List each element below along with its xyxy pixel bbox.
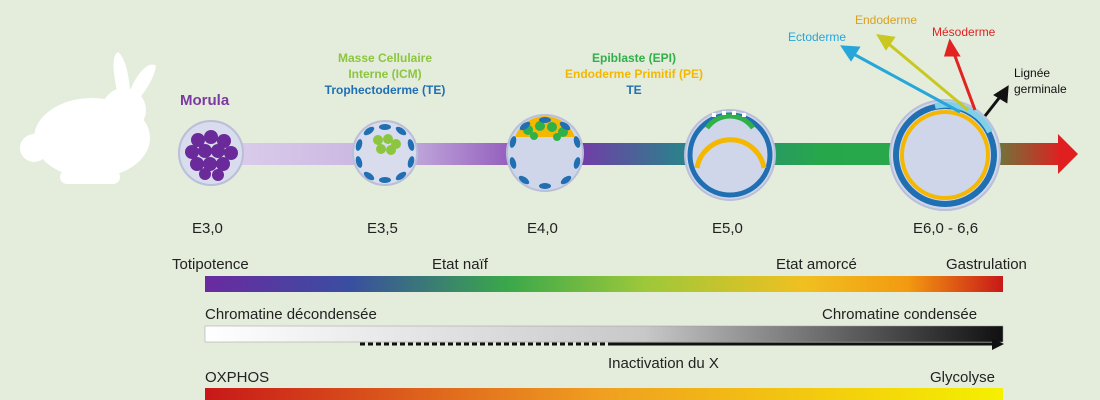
timepoint-e60: E6,0 - 6,6	[913, 220, 979, 237]
label-chromatine-decondensee: Chromatine décondensée	[205, 306, 377, 323]
embryo-e60	[889, 99, 1001, 211]
label-chromatine-condensee: Chromatine condensée	[822, 306, 978, 323]
label-icm: Masse Cellulaire	[337, 51, 433, 65]
label-te-2: TE	[626, 83, 642, 97]
label-inactivation-x: Inactivation du X	[608, 355, 719, 372]
label-pe: Endoderme Primitif (PE)	[564, 67, 704, 81]
blastocyst-e40	[506, 114, 584, 192]
label-icm-2: Interne (ICM)	[348, 67, 422, 81]
x-inactivation-arrowhead	[992, 338, 1004, 350]
label-epi-pe-te: Epiblaste (EPI) Endoderme Primitif (PE) …	[545, 50, 723, 98]
timepoint-e30: E3,0	[192, 220, 223, 237]
label-etat-naif: Etat naïf	[432, 256, 488, 273]
label-lignee: Lignée	[1014, 66, 1051, 80]
germ-layer-arrows	[840, 34, 1009, 117]
label-germinale: germinale	[1014, 82, 1067, 96]
label-glycolyse: Glycolyse	[930, 369, 996, 386]
label-te: Trophectoderme (TE)	[324, 83, 446, 97]
blastocyst-e35	[352, 120, 418, 186]
timeline-bar	[210, 143, 1062, 165]
chromatin-gradient-bar	[204, 325, 1004, 343]
label-epi: Epiblaste (EPI)	[591, 51, 677, 65]
timepoint-e35: E3,5	[367, 220, 398, 237]
rabbit-icon	[20, 52, 156, 184]
label-ectoderme: Ectoderme	[788, 30, 847, 44]
potency-gradient-bar	[205, 276, 1003, 292]
label-etat-amorce: Etat amorcé	[776, 256, 857, 273]
label-oxphos: OXPHOS	[205, 369, 270, 386]
morula-embryo	[178, 120, 244, 186]
label-mesoderme: Mésoderme	[932, 25, 996, 39]
label-morula: Morula	[180, 92, 230, 109]
metabolism-gradient-bar	[205, 388, 1003, 400]
label-gastrulation: Gastrulation	[946, 256, 1027, 273]
label-lignee-germinale: Lignée germinale	[1014, 65, 1067, 97]
label-icm-te: Masse Cellulaire Interne (ICM) Trophecto…	[318, 50, 452, 98]
timeline-arrowhead	[1058, 134, 1078, 174]
timepoint-e40: E4,0	[527, 220, 558, 237]
label-totipotence: Totipotence	[172, 256, 249, 273]
timepoint-e50: E5,0	[712, 220, 743, 237]
embryo-e50	[684, 109, 776, 201]
label-endoderme: Endoderme	[855, 13, 918, 27]
